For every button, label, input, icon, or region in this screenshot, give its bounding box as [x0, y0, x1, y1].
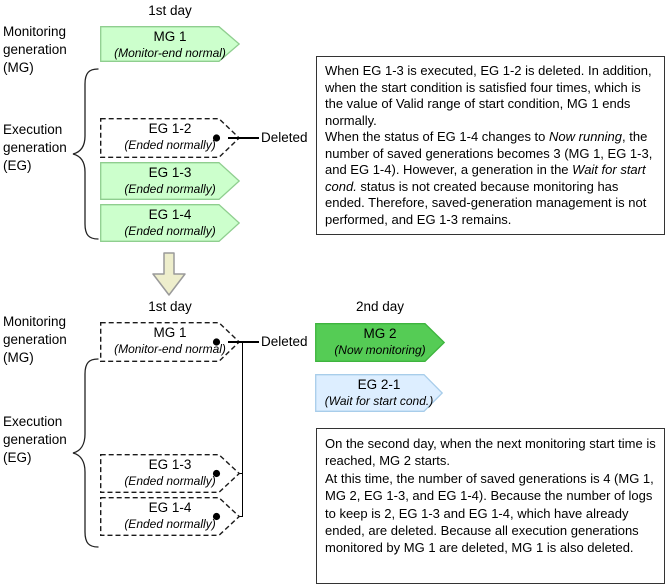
generation-status: (Ended normally) [124, 182, 216, 196]
eg14-bottom-box-deleted: EG 1-4 (Ended normally) [100, 497, 240, 536]
mg1-bottom-box-deleted: MG 1 (Monitor-end normal) [100, 322, 240, 362]
monitoring-generation-label-bottom: Monitoring generation (MG) [3, 314, 67, 365]
generation-arrow-shape-dashed [100, 322, 240, 362]
execution-generation-brace-top [72, 68, 99, 240]
deleted-marker-dot [212, 338, 221, 346]
generation-title: EG 1-4 [148, 500, 192, 515]
eg14-top-box: EG 1-4 (Ended normally) [100, 204, 240, 242]
generation-status: (Ended normally) [124, 474, 216, 488]
generation-title: MG 2 [363, 326, 397, 341]
top-day-label: 1st day [148, 3, 192, 18]
deleted-label-top: Deleted [261, 130, 308, 145]
generation-title: EG 1-4 [148, 207, 192, 222]
generation-title: MG 1 [153, 325, 187, 340]
deleted-marker-dot [212, 512, 221, 521]
generation-arrow-shape [315, 323, 445, 362]
explanation-box-1: When EG 1-3 is executed, EG 1-2 is delet… [316, 56, 665, 235]
generation-arrow-shape [315, 374, 443, 412]
eg12-box-deleted: EG 1-2 (Ended normally) [100, 118, 240, 158]
deleted-label-bottom: Deleted [261, 334, 308, 349]
generation-status: (Monitor-end normal) [114, 342, 226, 356]
generation-arrow-shape-dashed [100, 118, 240, 158]
deleted-marker-dot [212, 134, 221, 142]
generation-arrow-shape-dashed [100, 454, 240, 493]
eg13-top-box: EG 1-3 (Ended normally) [100, 162, 240, 200]
eg21-box: EG 2-1 (Wait for start cond.) [315, 374, 443, 412]
mg2-box: MG 2 (Now monitoring) [315, 323, 445, 362]
generation-status: (Monitor-end normal) [114, 46, 226, 60]
execution-generation-label-top: Execution generation (EG) [3, 122, 67, 173]
execution-generation-brace-bottom [72, 358, 99, 548]
generation-arrow-shape-dashed [100, 497, 240, 536]
generation-status: (Wait for start cond.) [324, 394, 434, 408]
monitoring-generation-label-top: Monitoring generation (MG) [3, 24, 67, 75]
bottom-day1-label: 1st day [148, 299, 192, 314]
deleted-connector-trunk [242, 341, 244, 518]
generation-title: EG 1-3 [148, 457, 192, 472]
generation-title: EG 1-2 [148, 121, 192, 136]
transition-down-arrow-icon [152, 252, 186, 296]
generation-title: EG 2-1 [357, 377, 401, 392]
explanation-box-2: On the second day, when the next monitor… [316, 428, 665, 584]
generation-status: (Now monitoring) [334, 343, 426, 357]
generation-arrow-shape [100, 162, 240, 200]
generation-status: (Ended normally) [124, 517, 216, 531]
deleted-connector-line-bottom [228, 341, 259, 343]
generation-title: MG 1 [153, 29, 187, 44]
generation-status: (Ended normally) [124, 224, 216, 238]
execution-generation-label-bottom: Execution generation (EG) [3, 414, 67, 465]
mg1-top-box: MG 1 (Monitor-end normal) [100, 26, 240, 62]
deleted-connector-line-top [228, 137, 259, 139]
generation-status: (Ended normally) [124, 138, 216, 152]
generation-arrow-shape [100, 26, 240, 62]
deleted-marker-dot [212, 469, 221, 478]
generation-title: EG 1-3 [148, 165, 192, 180]
eg13-bottom-box-deleted: EG 1-3 (Ended normally) [100, 454, 240, 493]
bottom-day2-label: 2nd day [355, 299, 405, 314]
generation-arrow-shape [100, 204, 240, 242]
